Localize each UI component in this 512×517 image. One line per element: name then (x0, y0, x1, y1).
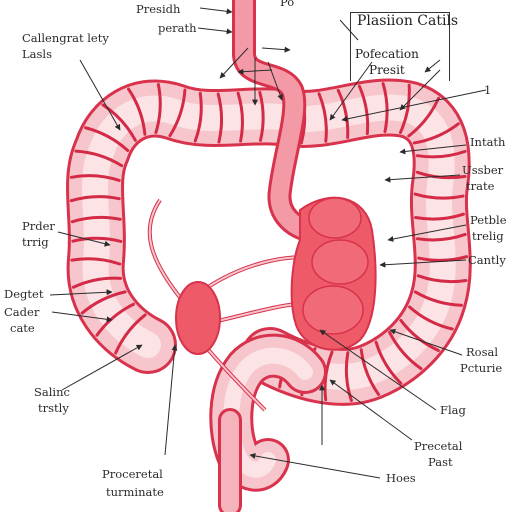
lower-colon-loop (209, 333, 327, 492)
label-cader-1: Cader (4, 305, 40, 319)
haustra-fold (114, 313, 147, 355)
label-flag: Flag (440, 403, 466, 417)
haustra-fold (101, 103, 137, 142)
label-rosal-1: Rosal (466, 345, 499, 359)
label-prder-1: Prder (22, 219, 55, 233)
label-upper-left-1: Callengrat lety (22, 31, 109, 45)
haustra-fold (71, 276, 123, 289)
haustra-fold (193, 91, 203, 143)
haustra-fold (317, 92, 328, 143)
haustra-fold (70, 257, 122, 266)
haustra-fold (258, 90, 265, 142)
haustra-fold (95, 302, 136, 337)
haustra-fold (408, 305, 454, 331)
title-box: Plasiion Catils Pofecation Presit (350, 12, 458, 81)
haustra-fold (336, 88, 350, 139)
upper-tube (232, 0, 330, 244)
haustra-fold (413, 290, 463, 307)
haustra-fold (388, 330, 423, 371)
haustra-fold (74, 149, 124, 168)
haustra-fold (416, 274, 468, 284)
haustra-fold (407, 96, 441, 138)
label-salinc-1: Salinc (34, 385, 70, 399)
haustra-fold (398, 83, 411, 134)
haustra-fold (412, 122, 460, 145)
haustra-fold (399, 318, 440, 352)
haustra-fold (415, 232, 467, 242)
label-cantly: Cantly (468, 253, 506, 267)
label-precetal-2: Past (428, 455, 453, 469)
label-petble-1: Petble (470, 213, 507, 227)
haustra-fold (344, 351, 353, 403)
haustra-fold (127, 87, 147, 136)
title-box-title: Plasiion Catils (357, 13, 459, 29)
label-usber-1: Ussber (462, 163, 504, 177)
haustra-fold (374, 340, 403, 385)
label-intath: Intath (470, 135, 506, 149)
haustra-fold (357, 84, 370, 136)
haustra-fold (236, 91, 244, 143)
leader-lines (49, 7, 487, 479)
label-usber-2: trate (466, 179, 495, 193)
haustra-fold (381, 82, 389, 134)
label-rosal-2: Pcturie (460, 361, 503, 375)
haustra-fold (69, 195, 121, 203)
haustra-fold (216, 92, 224, 144)
central-organs (147, 196, 377, 412)
haustra-fold (168, 88, 187, 138)
title-box-line-2: Presit (369, 63, 405, 77)
label-upper-left-2: Lasls (22, 47, 52, 61)
haustra-fold (69, 174, 121, 182)
label-cader-2: cate (10, 321, 35, 335)
haustra-fold (415, 170, 467, 180)
label-top-left-2: perath (158, 21, 197, 35)
label-proceretal-2: turminate (106, 485, 164, 499)
label-petble-2: trelig (472, 229, 504, 243)
haustra-fold (415, 149, 467, 159)
label-top-left-1: Presidh (136, 2, 181, 16)
label-degtet: Degtet (4, 287, 44, 301)
haustra-fold (417, 255, 469, 262)
haustra-fold (413, 192, 465, 200)
haustra-fold (71, 236, 123, 243)
label-precetal-1: Precetal (414, 439, 463, 453)
label-salinc-2: trstly (38, 401, 69, 415)
haustra-fold (154, 83, 162, 134)
label-top-right: Po (280, 0, 295, 9)
haustra-fold (70, 215, 122, 224)
haustra-fold (80, 290, 127, 315)
haustra-fold (359, 348, 381, 396)
haustra-fold (414, 212, 465, 221)
marker-one: 1 (484, 83, 492, 97)
title-box-line-1: Pofecation (355, 47, 419, 61)
haustra-fold (84, 126, 130, 153)
label-proceretal-1: Proceretal (102, 467, 163, 481)
label-hoes: Hoes (386, 471, 416, 485)
label-prder-2: trrig (22, 235, 49, 249)
